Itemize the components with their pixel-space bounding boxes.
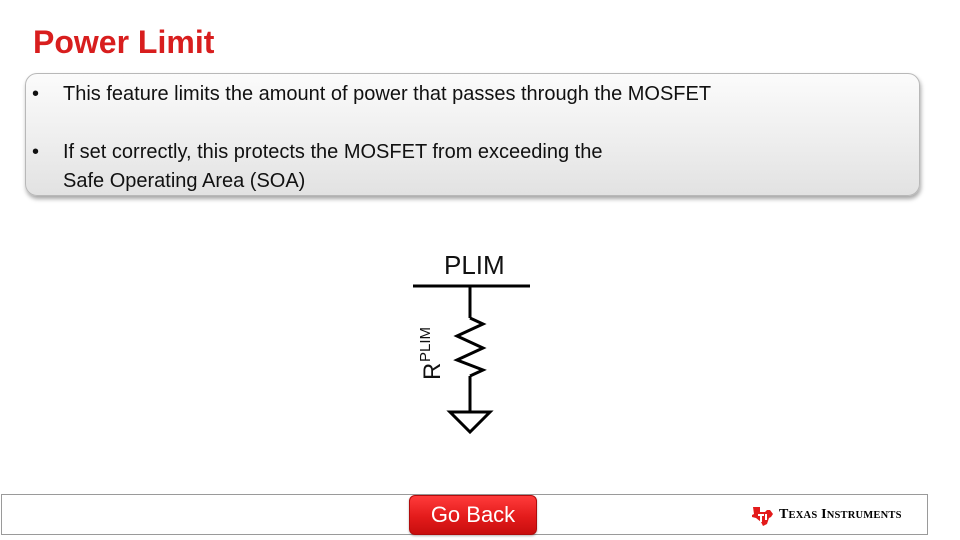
logo-wordmark: TEXAS INSTRUMENTS [779, 507, 902, 523]
bullet-item: • If set correctly, this protects the MO… [26, 138, 903, 196]
logo-rest-exas: EXAS [788, 510, 818, 521]
logo-initial-i: I [821, 507, 827, 522]
logo-rest-nstruments: NSTRUMENTS [826, 510, 902, 521]
logo-initial-t: T [779, 507, 789, 522]
plim-schematic: PLIM R PLIM [413, 250, 530, 435]
bullet-text: If set correctly, this protects the MOSF… [63, 141, 603, 192]
bullet-marker: • [32, 141, 40, 163]
go-back-button[interactable]: Go Back [409, 495, 537, 535]
resistor-symbol [453, 316, 487, 378]
bullet-box: • This feature limits the amount of powe… [25, 73, 920, 196]
bullet-marker: • [32, 83, 40, 105]
texas-state-icon [752, 507, 773, 526]
pin-label: PLIM [444, 250, 505, 280]
resistor-label: R PLIM [417, 327, 446, 380]
resistor-label-main: R [419, 363, 446, 380]
slide-title: Power Limit [33, 24, 215, 60]
resistor-label-subscript: PLIM [417, 327, 434, 362]
texas-instruments-logo: TEXAS INSTRUMENTS [750, 502, 902, 528]
ground-icon [446, 410, 494, 435]
bullet-item: • This feature limits the amount of powe… [26, 80, 903, 109]
bullet-text: This feature limits the amount of power … [63, 83, 712, 105]
